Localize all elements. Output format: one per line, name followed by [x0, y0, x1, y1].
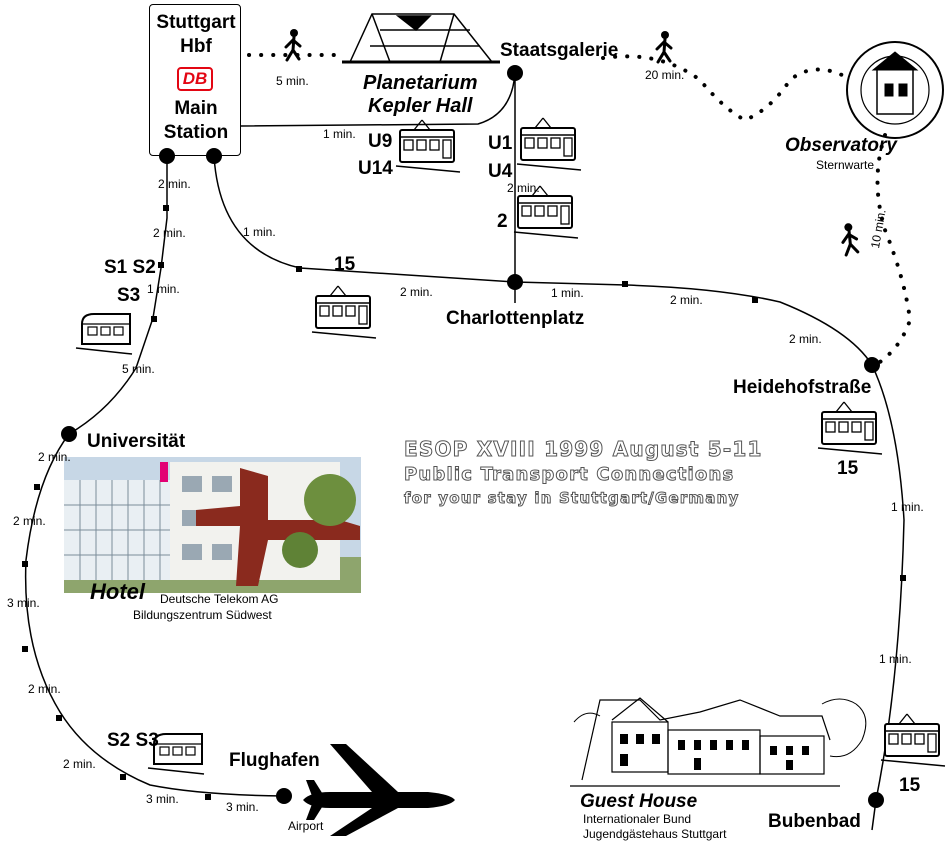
time-label: 1 min. — [323, 127, 356, 141]
u1-tram-icon — [516, 117, 582, 171]
walking-icon-b — [655, 29, 673, 64]
major-stations — [61, 65, 884, 808]
walk-path-observatory — [601, 54, 850, 123]
time-label: 2 min. — [158, 177, 191, 191]
time-label: 20 min. — [645, 68, 685, 82]
time-label: 2 min. — [13, 514, 46, 528]
title-line3: for your stay in Stuttgart/Germany — [404, 489, 740, 508]
title-line2: Public Transport Connections — [404, 464, 735, 486]
time-label: 1 min. — [891, 500, 924, 514]
hbf-station-box: Stuttgart Hbf DB Main Station — [149, 4, 241, 156]
minor-stops — [22, 205, 906, 800]
time-label: 1 min. — [879, 652, 912, 666]
u9-line — [240, 72, 516, 127]
observatory-sublabel: Sternwarte — [816, 158, 875, 172]
time-label: 3 min. — [226, 800, 259, 814]
station-heidehofstrasse: Heidehofstraße — [733, 377, 872, 398]
line-label-u4: U4 — [488, 161, 513, 182]
line-label-u14: U14 — [358, 158, 393, 179]
line-label-tram-15-a: 15 — [334, 254, 356, 275]
title-block: ESOP XVIII 1999 August 5-11 Public Trans… — [404, 436, 804, 509]
line-label-tram-2: 2 — [497, 211, 508, 232]
time-label: 5 min. — [276, 74, 309, 88]
station-charlottenplatz: Charlottenplatz — [446, 308, 585, 329]
station-bubenbad: Bubenbad — [768, 811, 861, 832]
tram-15-icon-b — [817, 401, 883, 455]
hotel-desc-line1: Deutsche Telekom AG — [160, 592, 279, 606]
time-label: 2 min. — [28, 682, 61, 696]
line-label-tram-15-b: 15 — [837, 458, 859, 479]
station-flughafen: Flughafen — [229, 750, 320, 771]
line-label-u9: U9 — [368, 131, 393, 152]
walk-path-heidehof — [872, 133, 913, 368]
sbahn-line — [24, 156, 285, 797]
time-label: 2 min. — [507, 181, 540, 195]
station-staatsgalerie: Staatsgalerie — [500, 40, 619, 61]
time-label: 2 min. — [38, 450, 71, 464]
planetarium-label-line2: Kepler Hall — [368, 95, 473, 117]
hotel-photo — [64, 457, 361, 593]
line-label-u1: U1 — [488, 133, 513, 154]
time-label: 2 min. — [670, 293, 703, 307]
guesthouse-label: Guest House — [580, 791, 698, 812]
airport-label: Airport — [288, 819, 324, 833]
tram-15-icon-c — [880, 713, 946, 767]
line-label-s2s3: S2 S3 — [107, 730, 159, 751]
hbf-name-line3: Main — [174, 98, 218, 119]
time-label: 5 min. — [122, 362, 155, 376]
guesthouse-desc-line2: Jugendgästehaus Stuttgart — [583, 827, 727, 841]
hbf-name-line1: Stuttgart — [156, 12, 236, 33]
sbahn-icon-a — [75, 313, 133, 355]
guesthouse-desc-line1: Internationaler Bund — [583, 812, 692, 826]
time-label: 2 min. — [400, 285, 433, 299]
walking-icon-a — [284, 27, 302, 62]
walking-icon-c — [838, 220, 861, 257]
observatory-seal — [846, 41, 944, 139]
tram15-line — [213, 155, 905, 831]
tram-15-icon-a — [311, 285, 377, 339]
hbf-name-line2: Hbf — [180, 36, 212, 57]
line-label-s3: S3 — [117, 285, 141, 306]
time-label: 3 min. — [7, 596, 40, 610]
time-label: 2 min. — [63, 757, 96, 771]
line-label-s1s2: S1 S2 — [104, 257, 156, 278]
station-universitaet: Universität — [87, 431, 186, 452]
time-label: 1 min. — [147, 282, 180, 296]
time-label: 2 min. — [153, 226, 186, 240]
observatory-label: Observatory — [785, 135, 897, 156]
time-label: 1 min. — [551, 286, 584, 300]
time-label: 1 min. — [243, 225, 276, 239]
hotel-label: Hotel — [90, 579, 145, 604]
time-label: 3 min. — [146, 792, 179, 806]
line-label-tram-15-c: 15 — [899, 775, 921, 796]
planetarium-building — [342, 13, 500, 64]
airplane-icon — [303, 744, 455, 836]
u9-tram-icon — [395, 119, 461, 173]
time-label: 2 min. — [789, 332, 822, 346]
hotel-desc-line2: Bildungszentrum Südwest — [133, 608, 272, 622]
planetarium-label-line1: Planetarium — [363, 72, 478, 94]
guesthouse-sketch — [570, 697, 867, 787]
db-logo: DB — [177, 67, 213, 91]
hbf-name-line4: Station — [163, 122, 229, 143]
title-line1: ESOP XVIII 1999 August 5-11 — [404, 437, 763, 462]
